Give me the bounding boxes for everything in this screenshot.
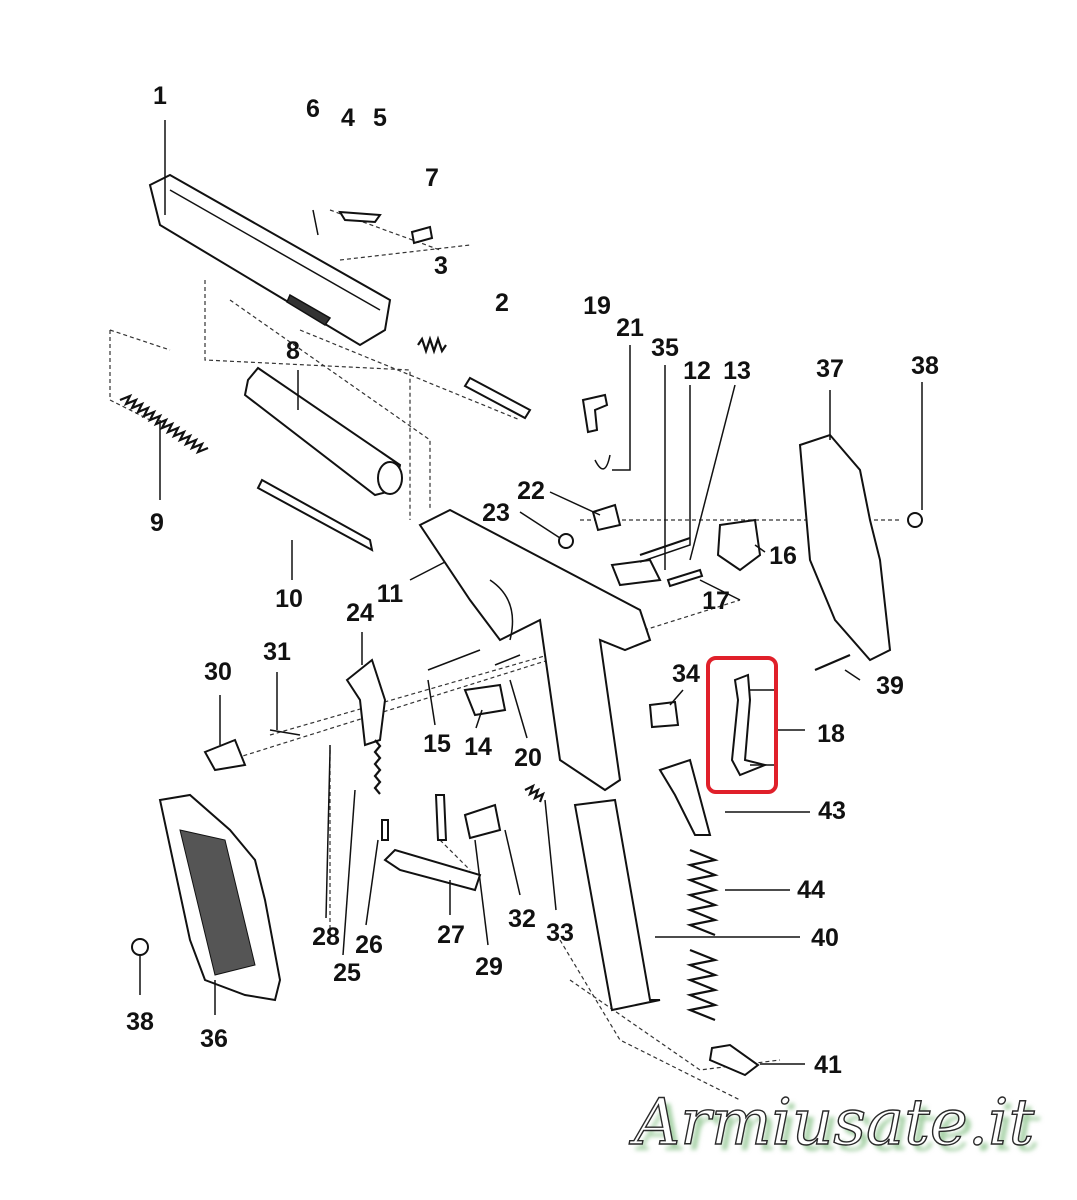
label-4: 4	[341, 104, 355, 132]
part-20	[494, 654, 521, 666]
part-barrel	[243, 366, 403, 497]
label-23: 23	[482, 499, 510, 527]
part-22	[591, 503, 622, 532]
label-38-bottom: 38	[126, 1008, 154, 1036]
label-39: 39	[876, 672, 904, 700]
part-9-recoil-spring	[119, 393, 209, 455]
part-23	[558, 533, 574, 549]
label-22: 22	[517, 477, 545, 505]
label-14: 14	[464, 733, 492, 761]
label-15: 15	[423, 730, 451, 758]
label-29: 29	[475, 953, 503, 981]
part-4	[338, 210, 382, 224]
label-34: 34	[672, 660, 700, 688]
label-33: 33	[546, 919, 574, 947]
label-32: 32	[508, 905, 536, 933]
label-2: 2	[495, 289, 509, 317]
label-41: 41	[814, 1051, 842, 1079]
part-frame	[418, 508, 652, 792]
label-1: 1	[153, 82, 167, 110]
part-21	[594, 454, 611, 470]
watermark-logo: Armiusate.it	[633, 1085, 1035, 1160]
part-26	[381, 819, 389, 841]
part-17	[666, 568, 704, 588]
part-36-grip-left	[158, 793, 282, 1002]
label-8: 8	[286, 337, 300, 365]
label-27: 27	[437, 921, 465, 949]
label-25: 25	[333, 959, 361, 987]
label-35: 35	[651, 334, 679, 362]
label-12: 12	[683, 357, 711, 385]
label-37: 37	[816, 355, 844, 383]
label-6: 6	[306, 95, 320, 123]
part-34	[648, 700, 680, 729]
label-31: 31	[263, 638, 291, 666]
part-18	[730, 673, 805, 777]
part-44-spring	[686, 848, 719, 1022]
highlight-box	[706, 656, 778, 794]
label-11: 11	[377, 580, 404, 608]
part-slide	[148, 120, 392, 347]
label-13: 13	[723, 357, 751, 385]
label-3: 3	[434, 252, 448, 280]
part-6	[312, 209, 319, 236]
part-38-screw	[907, 512, 923, 528]
part-3-spring	[417, 335, 447, 355]
label-30: 30	[204, 658, 232, 686]
part-31	[269, 729, 301, 736]
label-18: 18	[817, 720, 845, 748]
part-30	[203, 738, 247, 772]
label-10: 10	[275, 585, 303, 613]
part-15	[427, 649, 481, 671]
label-38-top: 38	[911, 352, 939, 380]
label-16: 16	[769, 542, 797, 570]
part-38-screw-left	[131, 938, 149, 956]
label-7: 7	[425, 164, 439, 192]
label-44: 44	[797, 876, 825, 904]
part-14	[463, 683, 507, 717]
part-37-grip-right	[798, 433, 892, 662]
label-28: 28	[312, 923, 340, 951]
part-25-spring	[373, 739, 382, 795]
label-43: 43	[818, 797, 846, 825]
part-41	[708, 1043, 760, 1077]
label-26: 26	[355, 931, 383, 959]
part-24-trigger	[345, 658, 387, 747]
label-24: 24	[346, 599, 374, 627]
label-40: 40	[811, 924, 839, 952]
label-21: 21	[616, 314, 644, 342]
part-32	[463, 803, 502, 840]
part-10-guide-rod	[256, 478, 374, 552]
leader-lines	[139, 345, 923, 1065]
part-labels: 1 6 4 5 7 3 2 19 21 35 12 13 37 38 8 9 2…	[126, 82, 939, 1079]
label-36: 36	[200, 1025, 228, 1053]
part-40-magazine	[573, 798, 661, 1012]
part-16	[716, 518, 762, 572]
label-20: 20	[514, 744, 542, 772]
part-19	[581, 393, 609, 434]
label-9: 9	[150, 509, 164, 537]
part-35	[610, 558, 662, 587]
label-5: 5	[373, 104, 387, 132]
label-19: 19	[583, 292, 611, 320]
part-39	[814, 653, 851, 672]
part-33-spring	[524, 783, 546, 803]
part-29	[434, 794, 448, 841]
label-17: 17	[702, 587, 730, 615]
part-43	[658, 758, 712, 836]
part-27	[383, 848, 482, 892]
part-7	[410, 225, 434, 245]
part-2-pin	[463, 376, 532, 420]
